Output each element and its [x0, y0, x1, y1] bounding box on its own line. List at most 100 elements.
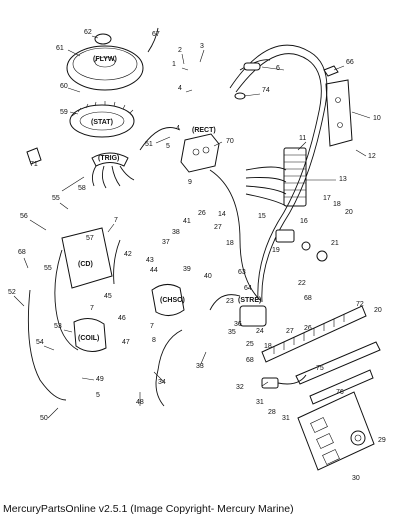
- flywheel-part[interactable]: (FLYW): [66, 45, 144, 91]
- callout: 28: [268, 409, 276, 416]
- cd-module-label: (CD): [78, 261, 93, 268]
- callout: 20: [345, 209, 353, 216]
- callout: 5: [166, 143, 170, 150]
- callout: 22: [298, 280, 306, 287]
- callout: 68: [246, 357, 254, 364]
- callout: 27: [214, 224, 222, 231]
- stator-label: (STAT): [91, 119, 113, 126]
- rectifier-label: (RECT): [192, 127, 216, 134]
- insulator-part[interactable]: [26, 147, 42, 165]
- callout: 15: [258, 213, 266, 220]
- nut-part[interactable]: [94, 33, 112, 45]
- callout-numbers: 62 67 61 60 59 71 58 51 5 2 3 1 4 4 6 74…: [8, 29, 386, 482]
- callout: 40: [204, 273, 212, 280]
- callout: 76: [336, 389, 344, 396]
- callout: 67: [152, 31, 160, 38]
- callout: 37: [162, 239, 170, 246]
- starter-relay-part[interactable]: (STRE): [238, 297, 267, 327]
- callout: 59: [60, 109, 68, 116]
- callout: 9: [188, 179, 192, 186]
- callout: 27: [286, 328, 294, 335]
- callout: 14: [218, 211, 226, 218]
- bracket-part[interactable]: [325, 79, 353, 147]
- grommet-part[interactable]: [350, 430, 366, 446]
- callout: 68: [304, 295, 312, 302]
- callout: 55: [52, 195, 60, 202]
- callout: 26: [198, 210, 206, 217]
- callout: 70: [226, 138, 234, 145]
- callout: 53: [54, 323, 62, 330]
- callout: 36: [234, 321, 242, 328]
- callout: 5: [96, 392, 100, 399]
- callout: 21: [331, 240, 339, 247]
- callout: 31: [256, 399, 264, 406]
- callout: 13: [339, 176, 347, 183]
- callout: 41: [183, 218, 191, 225]
- callout: 4: [176, 125, 180, 132]
- callout: 32: [236, 384, 244, 391]
- callout: 42: [124, 251, 132, 258]
- callout: 6: [276, 65, 280, 72]
- coil-part[interactable]: (COIL): [73, 318, 107, 352]
- callout: 60: [60, 83, 68, 90]
- leader-lines: [13, 35, 371, 419]
- rectifier-part[interactable]: (RECT): [180, 127, 220, 173]
- callout: 64: [244, 285, 252, 292]
- callout: 57: [86, 235, 94, 242]
- copyright-caption: MercuryPartsOnline v2.5.1 (Image Copyrig…: [3, 503, 294, 515]
- callout: 4: [178, 85, 182, 92]
- callout: 23: [226, 298, 234, 305]
- choke-solenoid-label: (CHSO): [160, 297, 185, 304]
- clip-part[interactable]: [323, 65, 339, 77]
- callout: 61: [56, 45, 64, 52]
- callout: 45: [104, 293, 112, 300]
- callout: 7: [90, 305, 94, 312]
- fuse-bar-part[interactable]: [261, 305, 367, 363]
- callout: 31: [282, 415, 290, 422]
- callout: 38: [172, 229, 180, 236]
- choke-solenoid-part[interactable]: (CHSO): [151, 284, 185, 316]
- sensor-part[interactable]: [234, 62, 261, 100]
- terminal-block-part[interactable]: [283, 147, 307, 207]
- callout: 7: [150, 323, 154, 330]
- battery-cable-part[interactable]: [261, 374, 307, 389]
- callout: 71: [30, 161, 38, 168]
- callout: 68: [18, 249, 26, 256]
- callout: 7: [114, 217, 118, 224]
- cd-module-part[interactable]: (CD): [61, 227, 113, 289]
- callout: 12: [368, 153, 376, 160]
- callout: 24: [256, 328, 264, 335]
- callout: 16: [300, 218, 308, 225]
- callout: 39: [183, 266, 191, 273]
- callout: 62: [84, 29, 92, 36]
- callout: 29: [378, 437, 386, 444]
- flywheel-label: (FLYW): [93, 56, 117, 63]
- callout: 18: [264, 343, 272, 350]
- trigger-part[interactable]: (TRIG): [91, 152, 135, 189]
- key-switch-part[interactable]: [275, 229, 328, 262]
- callout: 55: [44, 265, 52, 272]
- rail-part-lower[interactable]: [309, 369, 374, 405]
- callout: 20: [374, 307, 382, 314]
- callout: 34: [158, 379, 166, 386]
- callout: 66: [346, 59, 354, 66]
- callout: 49: [96, 376, 104, 383]
- callout: 10: [373, 115, 381, 122]
- trigger-label: (TRIG): [98, 155, 119, 162]
- callout: 26: [304, 325, 312, 332]
- callout: 75: [316, 365, 324, 372]
- stator-part[interactable]: (STAT): [69, 101, 135, 138]
- callout: 11: [299, 135, 306, 142]
- callout: 19: [272, 247, 280, 254]
- callout: 3: [200, 43, 204, 50]
- callout: 18: [333, 201, 341, 208]
- callout: 72: [356, 301, 364, 308]
- callout: 50: [40, 415, 48, 422]
- callout: 74: [262, 87, 270, 94]
- callout: 52: [8, 289, 16, 296]
- callout: 47: [122, 339, 130, 346]
- mounting-plate-part[interactable]: [297, 391, 375, 471]
- callout: 18: [226, 240, 234, 247]
- coil-label: (COIL): [78, 335, 99, 342]
- callout: 8: [152, 337, 156, 344]
